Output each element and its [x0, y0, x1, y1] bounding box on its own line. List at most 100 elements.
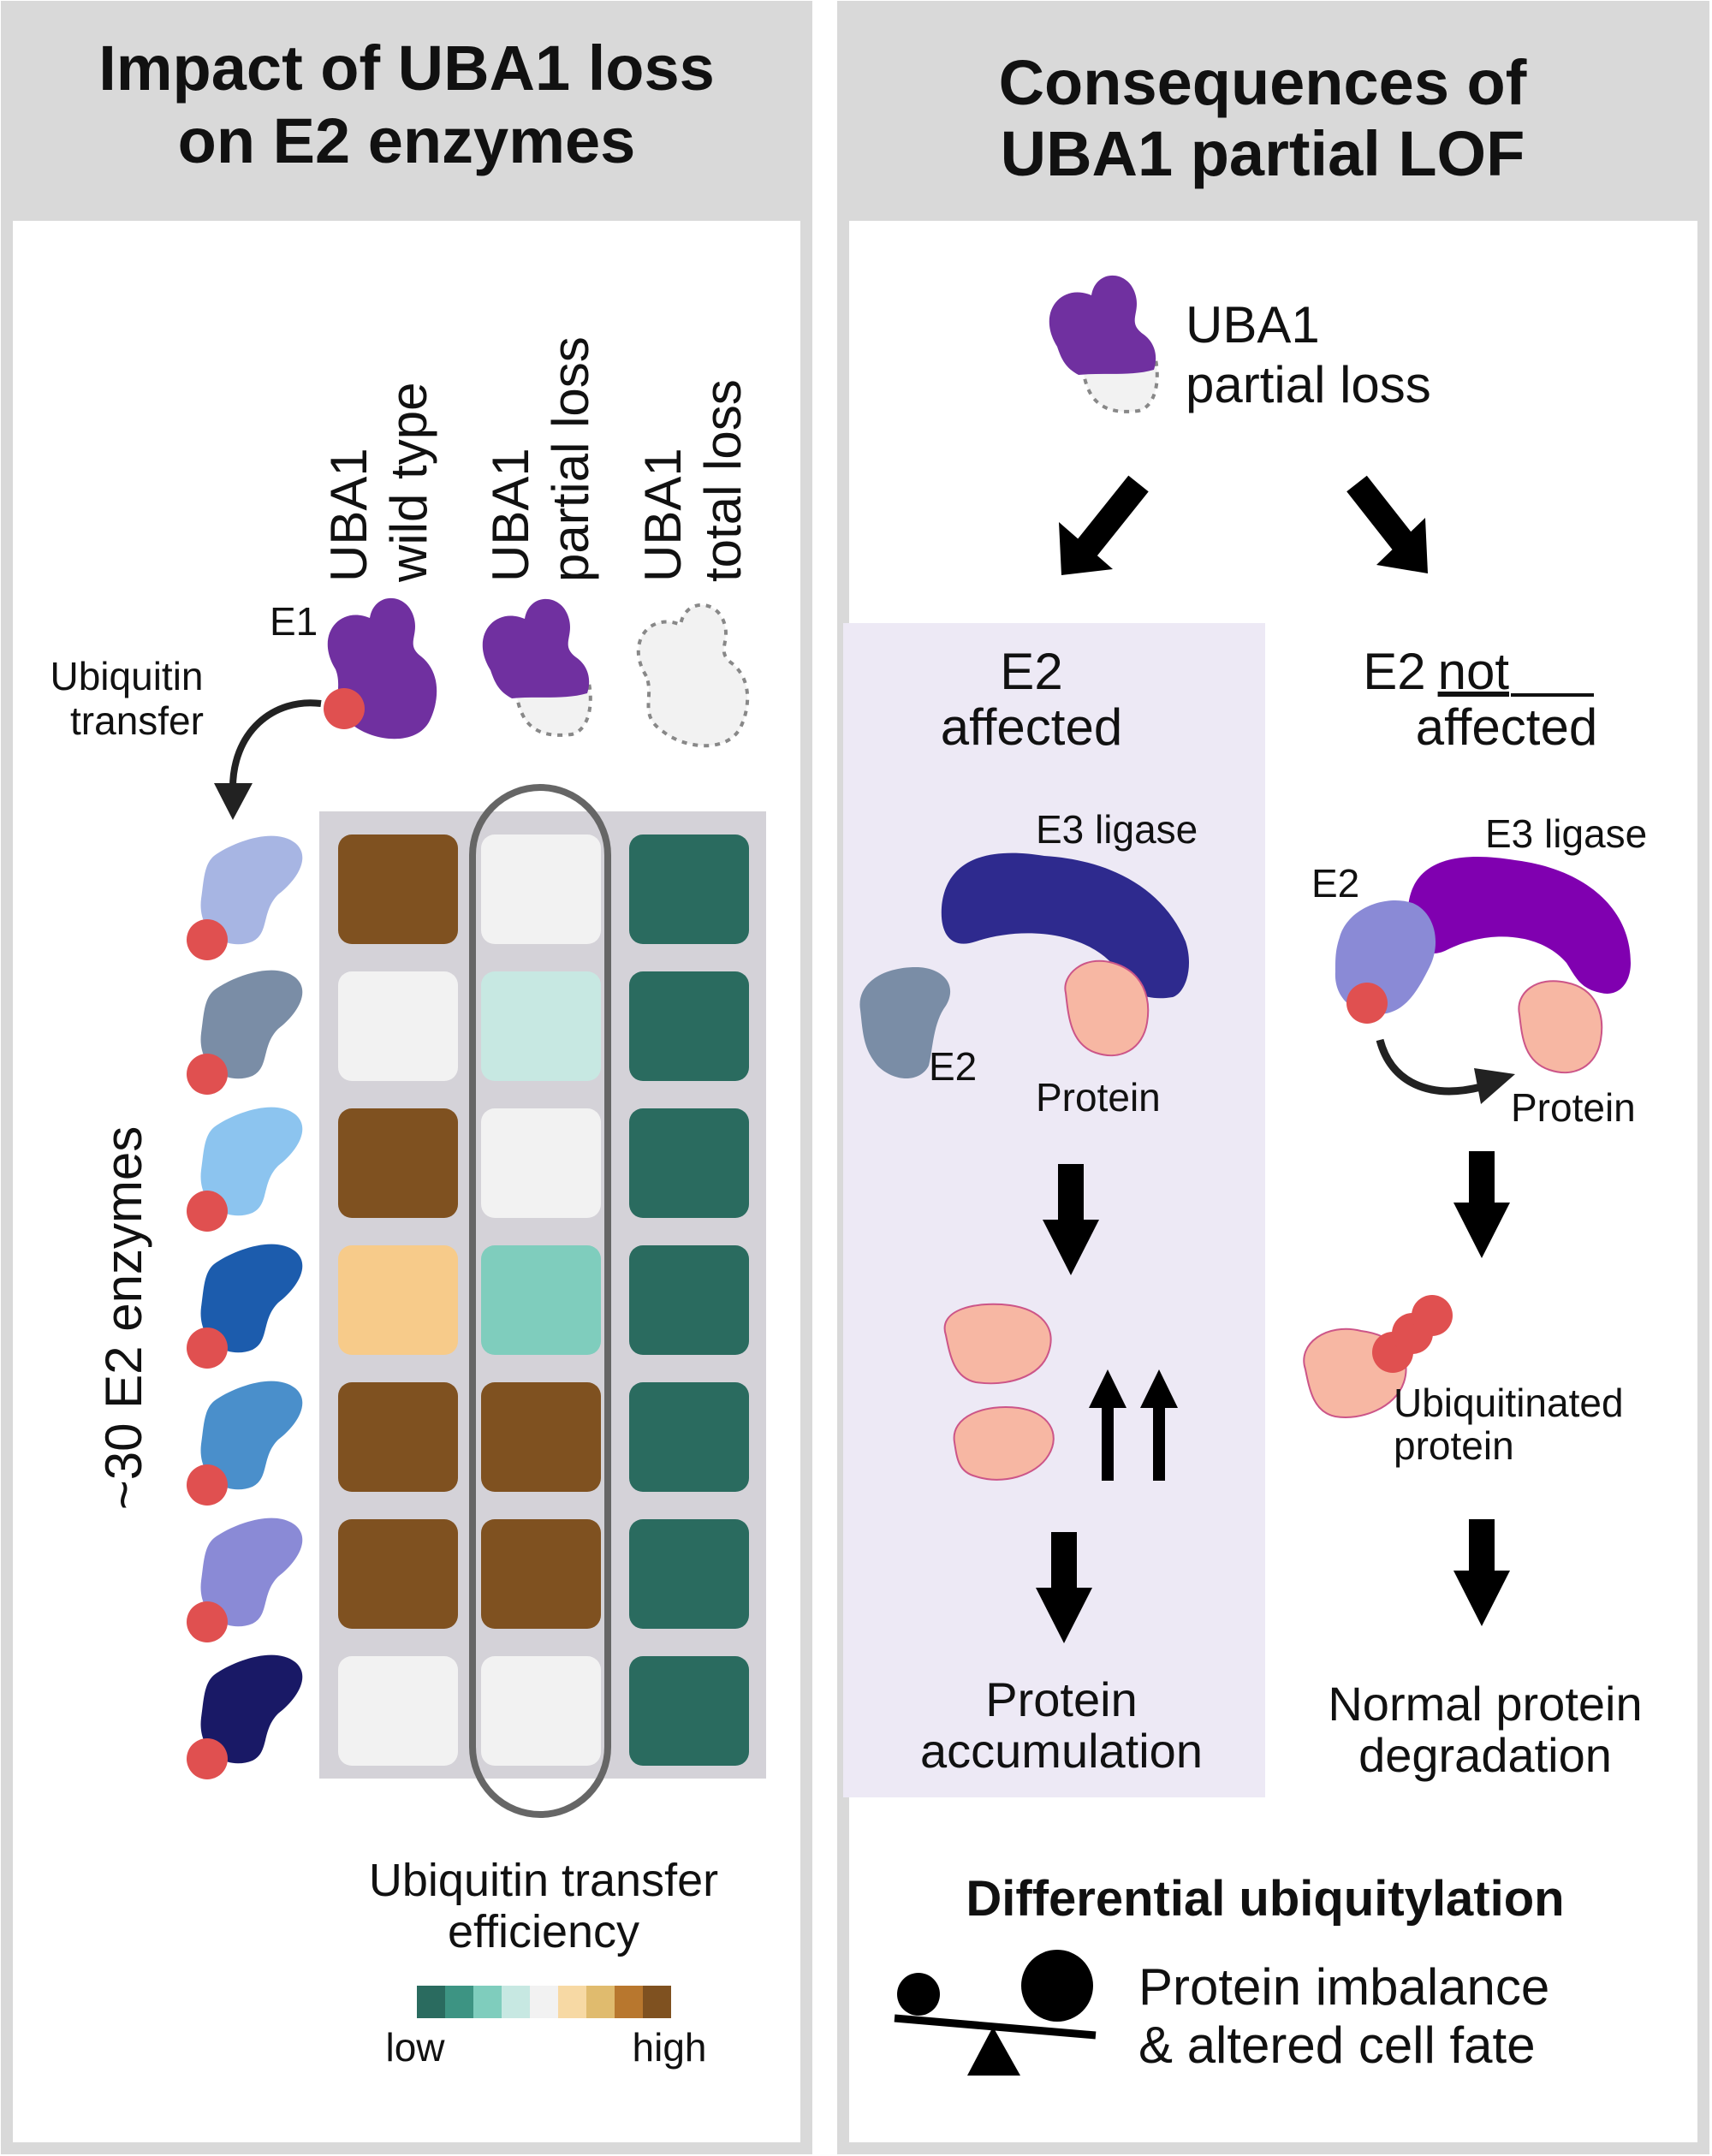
ubiquitin-dot — [187, 1191, 228, 1232]
heatmap-cell-total-loss-2 — [629, 971, 749, 1081]
degradation-line1: Normal protein — [1328, 1677, 1642, 1731]
legend-swatch-1 — [417, 1986, 445, 2018]
ubiquitin-dot-e1 — [324, 688, 365, 729]
left-title-line1: Impact of UBA1 loss — [98, 33, 715, 104]
left-panel: Impact of UBA1 loss on E2 enzymes UBA1 w… — [1, 1, 812, 2154]
legend-swatch-9 — [643, 1986, 671, 2018]
heatmap-cell-total-loss-6 — [629, 1519, 749, 1629]
legend-swatch-4 — [502, 1986, 530, 2018]
legend-swatch-5 — [530, 1986, 558, 2018]
left-title-line2: on E2 enzymes — [178, 105, 636, 176]
heatmap-cell-partial-loss-1 — [481, 834, 601, 944]
accumulation-line2: accumulation — [920, 1724, 1203, 1778]
not-affected-transfer-arrow — [1376, 1038, 1483, 1096]
col3-line1: UBA1 — [634, 448, 692, 582]
legend-color-scale — [417, 1986, 671, 2018]
not-affected-protein-label: Protein — [1511, 1085, 1636, 1130]
ubiquitin-dot — [187, 1464, 228, 1506]
uba1-total-loss-shape — [636, 603, 750, 748]
right-title-line2: UBA1 partial LOF — [1001, 118, 1525, 189]
ubiquitin-dot — [187, 919, 228, 960]
degradation-line2: degradation — [1358, 1728, 1612, 1782]
not-affected-e3-ligase-shape — [1407, 856, 1631, 994]
legend-low-label: low — [385, 2025, 445, 2070]
ubiquitin-chain-dot — [1412, 1295, 1453, 1336]
increase-arrows-icon — [1089, 1369, 1178, 1481]
heatmap-cell-total-loss-1 — [629, 834, 749, 944]
heatmap-cell-wild-type-4 — [338, 1245, 458, 1355]
heatmap-cell-partial-loss-2 — [481, 971, 601, 1081]
uba1-top-line1: UBA1 — [1186, 296, 1320, 353]
uba1-partial-loss-top-shape — [1049, 275, 1159, 413]
col2-line1: UBA1 — [482, 448, 539, 582]
imbalance-line2: & altered cell fate — [1138, 2016, 1536, 2074]
heatmap-cell-wild-type-2 — [338, 971, 458, 1081]
uba1-top-line2: partial loss — [1186, 356, 1431, 413]
heatmap-cell-partial-loss-4 — [481, 1245, 601, 1355]
legend-swatch-2 — [445, 1986, 473, 2018]
e1-label: E1 — [270, 599, 318, 644]
affected-protein-shape — [1064, 959, 1150, 1057]
heatmap-cell-total-loss-3 — [629, 1108, 749, 1218]
col3-line2: total loss — [694, 379, 752, 582]
heatmap-cell-total-loss-7 — [629, 1656, 749, 1766]
affected-e2-shape — [859, 967, 951, 1078]
not-affected-transfer-arrow-head — [1474, 1068, 1515, 1104]
heatmap-cell-wild-type-6 — [338, 1519, 458, 1629]
e2-enzymes-label: ~30 E2 enzymes — [95, 1126, 152, 1511]
not-affected-ubiquitin-dot — [1346, 983, 1388, 1024]
seesaw-balance-icon — [894, 1950, 1097, 2076]
not-affected-e2-label: E2 — [1311, 861, 1359, 906]
legend-title-line1: Ubiquitin transfer — [369, 1855, 718, 1906]
right-panel: Consequences of UBA1 partial LOF UBA1 pa… — [837, 1, 1709, 2154]
ubiquitin-transfer-line2: transfer — [70, 698, 204, 743]
accumulated-protein-1 — [943, 1303, 1052, 1385]
affected-e3-ligase-shape — [941, 852, 1190, 999]
arrow-to-not-affected — [1346, 475, 1428, 573]
ubiquitin-dot — [187, 1738, 228, 1779]
partial-loss-highlight-outline — [469, 784, 611, 1818]
legend-swatch-3 — [473, 1986, 502, 2018]
ubiquitin-dot — [187, 1054, 228, 1095]
heatmap-cell-partial-loss-5 — [481, 1382, 601, 1492]
column-header-partial-loss: UBA1 partial loss — [482, 336, 599, 582]
transfer-arrow-head — [214, 783, 253, 820]
column-header-wild-type: UBA1 wild type — [320, 383, 437, 583]
heatmap-cell-partial-loss-6 — [481, 1519, 601, 1629]
right-title-line1: Consequences of — [999, 47, 1527, 118]
column-header-total-loss: UBA1 total loss — [634, 379, 752, 582]
legend-swatch-6 — [558, 1986, 586, 2018]
heatmap-cell-partial-loss-7 — [481, 1656, 601, 1766]
ubiquitinated-line1: Ubiquitinated — [1394, 1381, 1624, 1425]
legend-title-line2: efficiency — [448, 1906, 639, 1957]
legend-high-label: high — [633, 2025, 707, 2070]
transfer-arrow — [229, 699, 322, 793]
heatmap-cell-total-loss-5 — [629, 1382, 749, 1492]
heatmap-cell-wild-type-7 — [338, 1656, 458, 1766]
heatmap-cell-wild-type-1 — [338, 834, 458, 944]
ubiquitin-dot — [187, 1601, 228, 1642]
not-affected-line2: affected — [1416, 698, 1597, 756]
heatmap-cells — [338, 834, 749, 1766]
heatmap-cell-wild-type-3 — [338, 1108, 458, 1218]
not-affected-down-arrow-2 — [1453, 1519, 1510, 1626]
affected-down-arrow-2 — [1036, 1532, 1092, 1643]
col1-line1: UBA1 — [320, 448, 377, 582]
not-affected-e3-label: E3 ligase — [1485, 811, 1647, 856]
legend-swatch-7 — [586, 1986, 615, 2018]
arrow-to-affected — [1059, 475, 1149, 575]
heatmap-cell-partial-loss-3 — [481, 1108, 601, 1218]
differential-ubiquitylation-heading: Differential ubiquitylation — [966, 1871, 1564, 1927]
affected-down-arrow-1 — [1043, 1164, 1099, 1275]
affected-e3-label: E3 ligase — [1036, 807, 1198, 852]
accumulated-protein-2 — [953, 1406, 1055, 1481]
affected-protein-label: Protein — [1036, 1075, 1161, 1120]
accumulation-line1: Protein — [985, 1672, 1137, 1726]
uba1-partial-loss-shape — [482, 598, 592, 737]
not-affected-protein-shape — [1518, 980, 1603, 1074]
e2-enzyme-column — [187, 835, 303, 1779]
col1-line2: wild type — [380, 383, 437, 583]
affected-line2: affected — [941, 698, 1122, 756]
